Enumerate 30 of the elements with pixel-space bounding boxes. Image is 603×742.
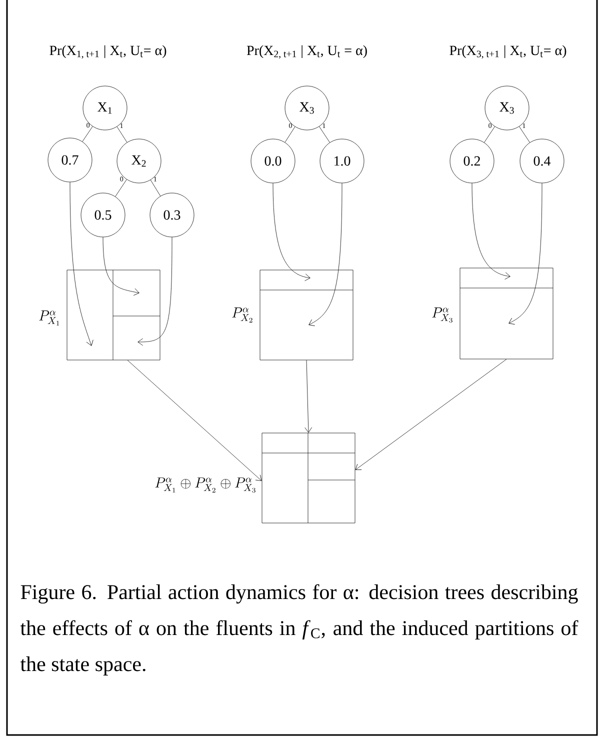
tree-branch <box>484 126 495 143</box>
curved-arrow <box>508 183 542 325</box>
partition-formula: $P^{\alpha}_{X_1}\oplus P^{\alpha}_{X_2}\oplus P^{\alpha}_{X_3}$ <box>155 478 256 493</box>
curved-arrow <box>138 237 172 346</box>
tree-branch <box>116 126 128 143</box>
probability-heading: Pr(X$_{1, t+1}$ | X$_{t}$, U$_{t}$= α) <box>50 45 166 59</box>
partition-box <box>460 268 554 360</box>
curved-arrow <box>102 237 140 296</box>
partition-formula: $P^{\alpha}_{X_3}$ <box>432 308 452 323</box>
probability-heading: Pr(X$_{3, t+1}$ | X$_{t}$, U$_{t}$= α) <box>450 45 566 59</box>
arrow <box>304 360 312 433</box>
partition-box <box>66 270 160 360</box>
arrow <box>127 360 262 481</box>
probability-heading: Pr(X$_{2, t+1}$ | X$_{t}$, U$_{t}$ = α) <box>246 45 367 59</box>
tree-branch <box>82 126 93 142</box>
partition-box <box>260 270 354 360</box>
partition-formula: $P^{\alpha}_{X_1}$ <box>39 310 60 326</box>
curved-arrow <box>272 183 310 282</box>
curved-arrow <box>308 183 342 326</box>
arrow <box>355 359 507 470</box>
partition-box <box>262 432 356 524</box>
tree-branch <box>150 180 161 196</box>
tree-branch <box>115 179 127 197</box>
curved-arrow <box>70 182 94 346</box>
tree-branch <box>319 126 330 143</box>
partition-formula: $P^{\alpha}_{X_2}$ <box>232 308 252 322</box>
tree-branch <box>284 126 296 143</box>
figure-caption: Figure 6. Partial action dynamics for α: decision trees describing the effects of α on the fluents in f$_{C}$, and the induced partitions of the state space. <box>20 584 578 676</box>
tree-branch <box>519 126 530 143</box>
curved-arrow <box>472 183 510 280</box>
